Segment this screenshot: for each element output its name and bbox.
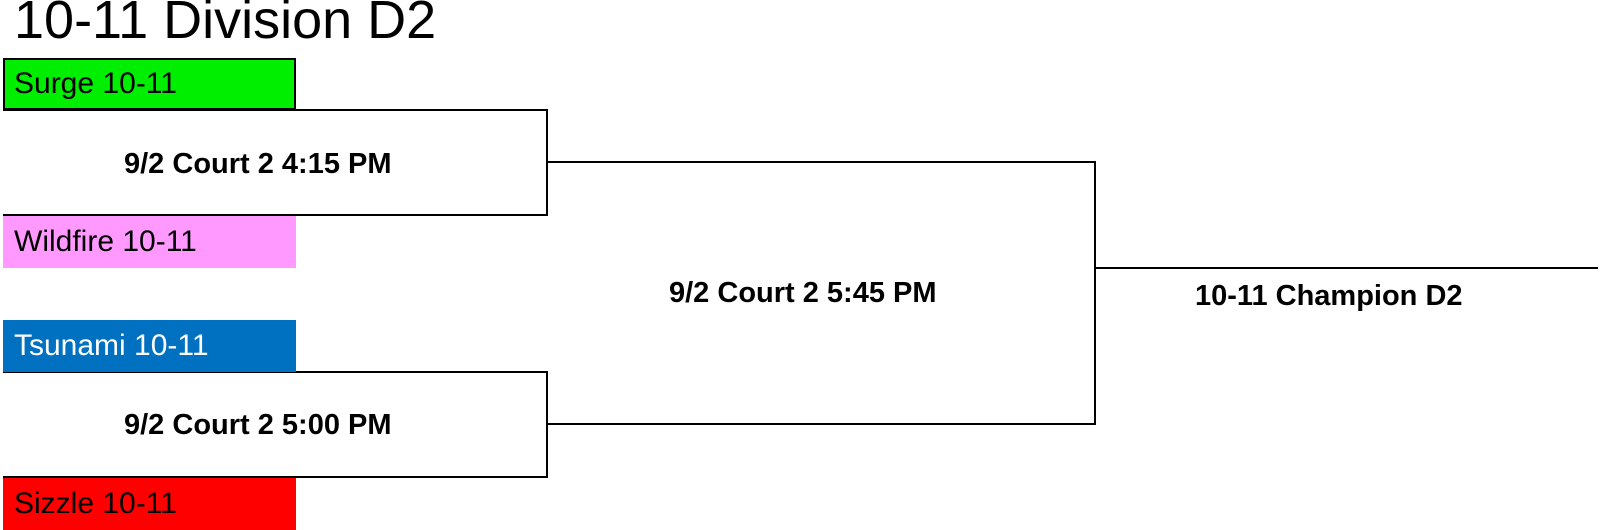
semifinal-1-label: 9/2 Court 2 4:15 PM — [124, 148, 392, 180]
champion-label: 10-11 Champion D2 — [1195, 280, 1463, 312]
final-label: 9/2 Court 2 5:45 PM — [669, 277, 937, 309]
division-title: 10-11 Division D2 — [14, 0, 437, 50]
team-tsunami: Tsunami 10-11 — [3, 320, 296, 372]
semifinal-2-label: 9/2 Court 2 5:00 PM — [124, 409, 392, 441]
team-sizzle: Sizzle 10-11 — [3, 478, 296, 530]
team-wildfire: Wildfire 10-11 — [3, 216, 296, 268]
bracket-lines — [3, 109, 1598, 478]
team-surge: Surge 10-11 — [3, 58, 296, 110]
final-connector — [547, 161, 1096, 425]
